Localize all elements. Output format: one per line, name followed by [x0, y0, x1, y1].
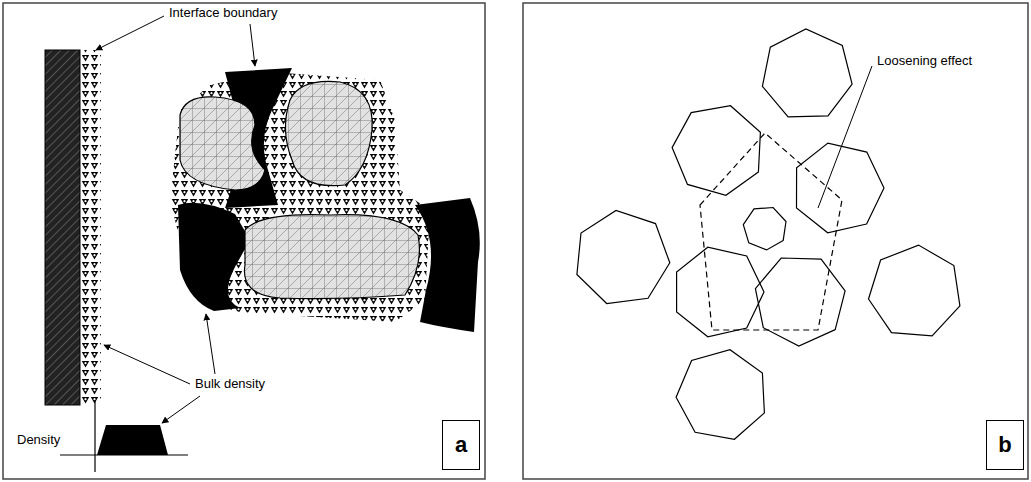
- coarse-particle: [244, 215, 419, 299]
- dark-particle: [178, 203, 250, 311]
- effect-label: Loosening effect: [876, 54, 973, 69]
- panel-tag: a: [442, 420, 480, 470]
- label-text: Interface boundary: [168, 5, 278, 20]
- leader-line: [250, 24, 255, 66]
- axis-label: Density: [16, 433, 61, 448]
- grain: [755, 258, 845, 346]
- grain: [762, 29, 852, 117]
- label-text: Loosening effect: [876, 53, 973, 68]
- grain: [672, 106, 760, 196]
- leader-line: [104, 345, 190, 384]
- grain: [797, 143, 885, 233]
- loosened-zone: [700, 133, 842, 330]
- density-label: Bulk density: [194, 377, 266, 392]
- grain: [677, 247, 764, 337]
- coarse-particle: [180, 97, 265, 190]
- leader-line: [162, 396, 200, 423]
- panel-frame: [3, 3, 485, 479]
- panel-letter: b: [998, 432, 1011, 458]
- grain: [577, 210, 670, 303]
- grain: [676, 350, 764, 440]
- fine-particles: [170, 72, 430, 322]
- label-text: Bulk density: [194, 376, 266, 391]
- grain: [743, 208, 786, 250]
- axis: [94, 400, 95, 472]
- label-text: Density: [16, 432, 61, 447]
- panel-tag: b: [986, 420, 1024, 470]
- grain: [869, 245, 960, 336]
- coarse-particle: [285, 81, 372, 185]
- boundary-label: Interface boundary: [168, 6, 278, 21]
- density-profile: [97, 425, 168, 455]
- panel-frame: [523, 3, 1028, 479]
- dark-particle: [415, 198, 480, 332]
- leader-line: [818, 66, 872, 208]
- panel-letter: a: [455, 432, 467, 458]
- grain-group: [577, 29, 960, 439]
- wall: [45, 50, 80, 405]
- interface-layer: [81, 50, 101, 405]
- leader-line: [206, 314, 215, 374]
- leader-line: [96, 16, 164, 50]
